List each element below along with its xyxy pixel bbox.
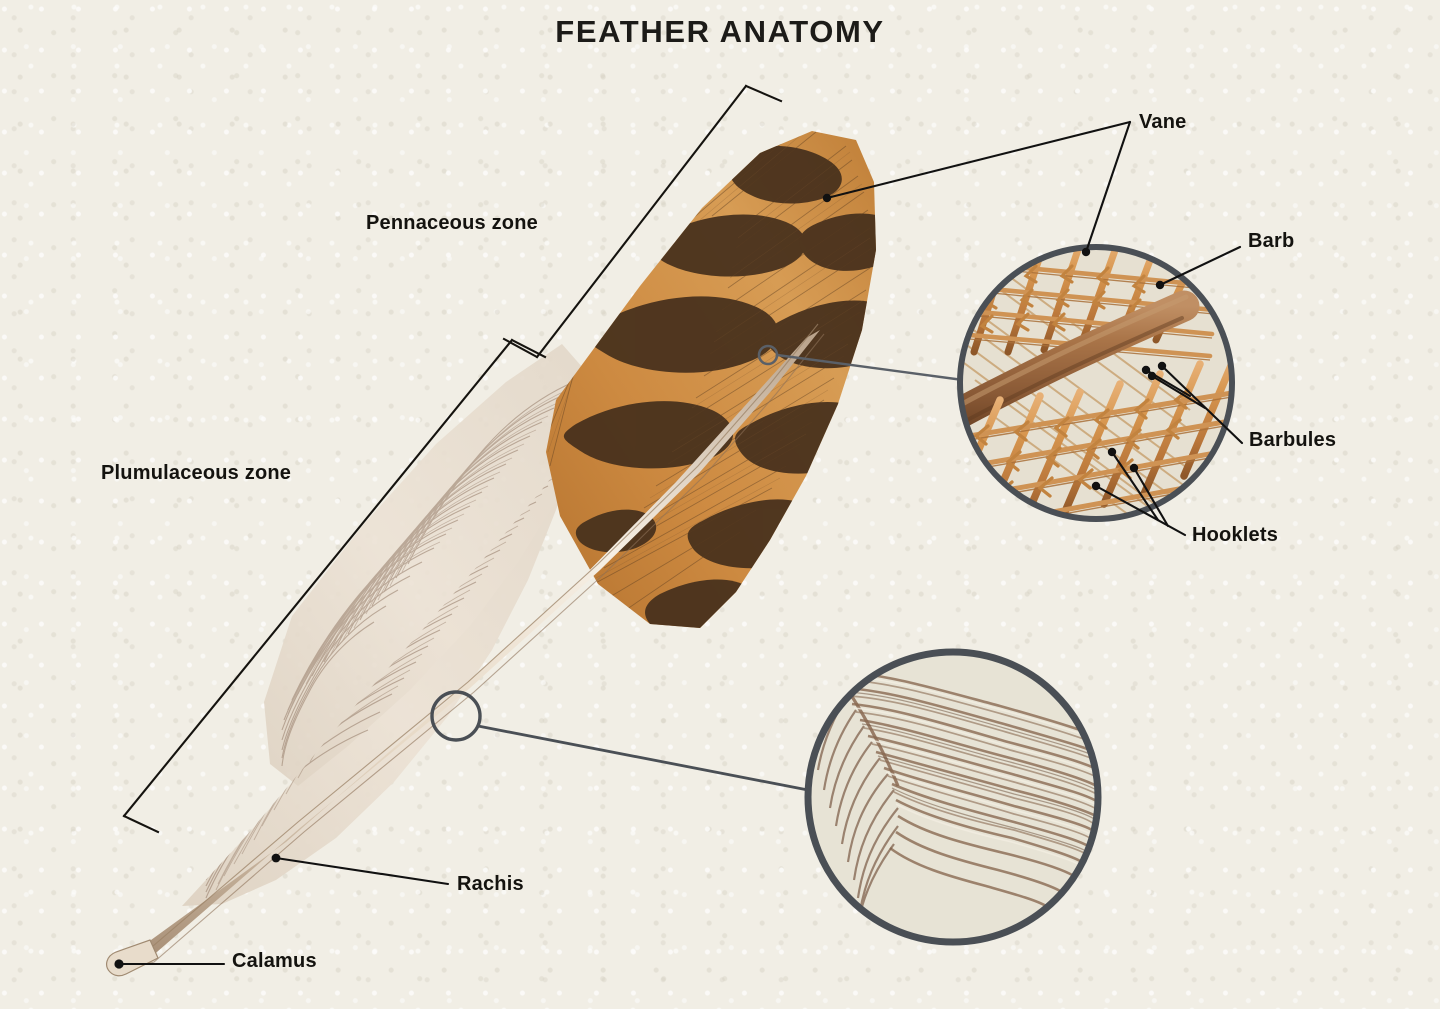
label-hooklets: Hooklets [1192,524,1279,546]
feather-illustration [106,131,876,977]
pennaceous-detail-connector [776,353,964,382]
plumulaceous-detail-connector [477,724,809,792]
rachis-leader [271,853,450,886]
hooklets-leader [1091,447,1187,537]
pennaceous-detail-circle [957,244,1235,522]
label-pennaceous-zone: Pennaceous zone [366,212,538,234]
label-calamus: Calamus [232,950,317,972]
zone-brackets [122,84,783,834]
label-plumulaceous-zone: Plumulaceous zone [101,462,292,484]
plumulaceous-bracket [122,338,547,834]
plumulaceous-detail-source-marker [430,690,482,742]
label-rachis: Rachis [457,873,524,895]
plumulaceous-detail-circle [804,648,1102,946]
barb-leader [1155,245,1242,290]
label-barb: Barb [1248,230,1295,252]
label-vane: Vane [1139,111,1187,133]
calamus-leader [114,959,226,969]
barbules-leader [1141,361,1244,445]
vane-leader [822,120,1132,257]
label-barbules: Barbules [1249,429,1337,451]
detail-rachis [962,290,1200,446]
page-title: FEATHER ANATOMY [555,14,885,49]
leader-lines [114,120,1244,969]
